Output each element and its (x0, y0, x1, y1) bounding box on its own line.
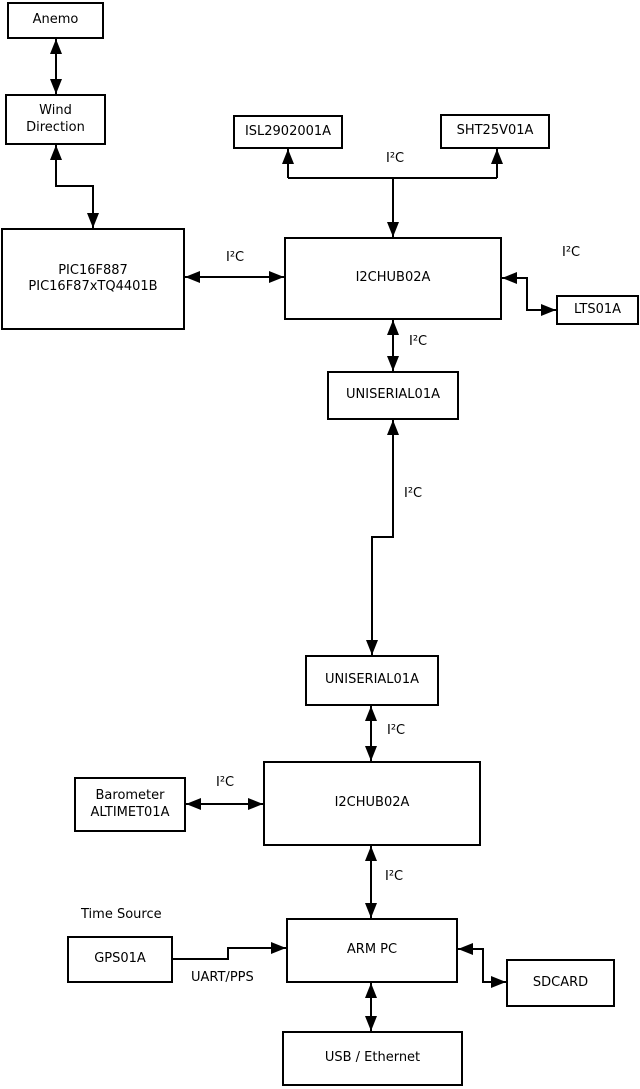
node-anemo: Anemo (7, 2, 104, 39)
connector-winddirection-pic (50, 145, 99, 228)
connector-uniserial-uniserial (366, 420, 399, 655)
node-label: LTS01A (573, 301, 622, 317)
node-label: SDCARD (532, 974, 589, 990)
node-sht25v01a: SHT25V01A (440, 114, 550, 149)
node-i2chub02a-bottom: I2CHUB02A (263, 761, 481, 846)
node-label: Anemo (32, 12, 79, 28)
node-gps01a: GPS01A (67, 936, 173, 983)
node-label: ARM PC (346, 942, 398, 958)
node-uniserial01a-top: UNISERIAL01A (327, 371, 459, 420)
node-label: Wind (39, 103, 72, 119)
edge-label-i2c-sensor-bus: I²C (386, 151, 405, 166)
node-uniserial01a-bottom: UNISERIAL01A (305, 655, 439, 706)
edge-label-uart-pps: UART/PPS (191, 970, 254, 985)
node-label: ISL2902001A (244, 123, 332, 139)
edge-label-i2c-hub-uniserial: I²C (409, 334, 428, 349)
node-i2chub02a-top: I2CHUB02A (284, 237, 502, 320)
edge-label-time-source: Time Source (81, 907, 162, 922)
connector-gps-armpc (173, 942, 286, 960)
node-label: UNISERIAL01A (325, 672, 419, 688)
node-pic16f887: PIC16F887 PIC16F87xTQ4401B (1, 228, 185, 330)
connector-armpc-sdcard (458, 943, 506, 988)
node-barometer-altimet01a: Barometer ALTIMET01A (74, 777, 186, 832)
node-label: SHT25V01A (456, 123, 534, 139)
node-label: UNISERIAL01A (346, 387, 440, 403)
node-label: ALTIMET01A (90, 804, 170, 820)
edge-label-i2c-hub-lts: I²C (562, 245, 581, 260)
node-isl2902001a: ISL2902001A (233, 115, 343, 149)
node-label: PIC16F887 (58, 262, 128, 278)
node-usb-ethernet: USB / Ethernet (282, 1031, 463, 1086)
node-label: GPS01A (94, 951, 146, 967)
node-label: I2CHUB02A (334, 795, 410, 811)
edge-label-i2c-uniserial-link: I²C (404, 486, 423, 501)
node-label: Barometer (95, 788, 165, 804)
edge-label-i2c-hub2-armpc: I²C (385, 869, 404, 884)
node-label: PIC16F87xTQ4401B (28, 279, 158, 294)
node-label: Direction (26, 119, 85, 135)
node-arm-pc: ARM PC (286, 918, 458, 983)
connector-i2chub-lts (502, 272, 556, 316)
edge-label-i2c-barometer-hub2: I²C (216, 775, 235, 790)
node-label: I2CHUB02A (355, 270, 431, 286)
node-sdcard: SDCARD (506, 959, 615, 1007)
edge-label-i2c-uniserial-hub2: I²C (387, 723, 406, 738)
edge-label-i2c-pic-hub: I²C (226, 250, 245, 265)
node-wind-direction: Wind Direction (5, 94, 106, 145)
node-lts01a: LTS01A (556, 295, 639, 325)
node-label: USB / Ethernet (324, 1050, 421, 1066)
